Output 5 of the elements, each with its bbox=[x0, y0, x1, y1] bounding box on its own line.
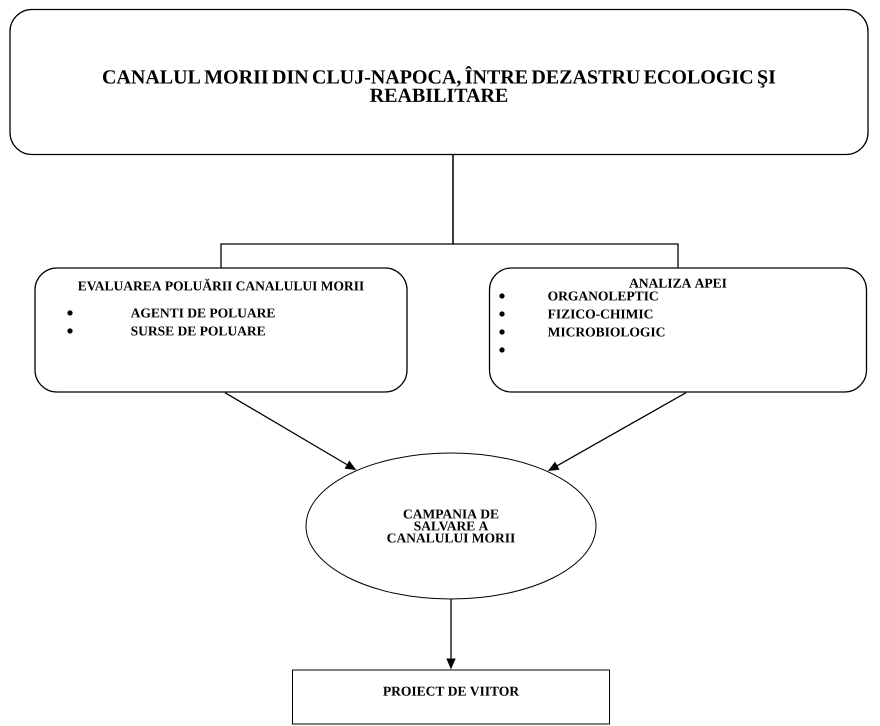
rounded-box: CANALUL MORII DIN CLUJ-NAPOCA, ÎNTRE DEZASTRU ECOLOGIC ŞI REABILITARE bbox=[9, 8, 869, 156]
process-box: PROIECT DE VIITOR bbox=[292, 670, 610, 724]
ellipse-node: CAMPANIA DE SALVARE A CANALULUI MORII bbox=[306, 452, 596, 600]
rounded-box: ANALIZA APEI ORGANOLEPTIC FIZICO-CHIMIC MICROBIOLOGIC bbox=[488, 267, 868, 393]
rounded-box: EVALUAREA POLUĂRII CANALULUI MORII AGENTI DE POLUARE SURSE DE POLUARE bbox=[34, 267, 408, 393]
